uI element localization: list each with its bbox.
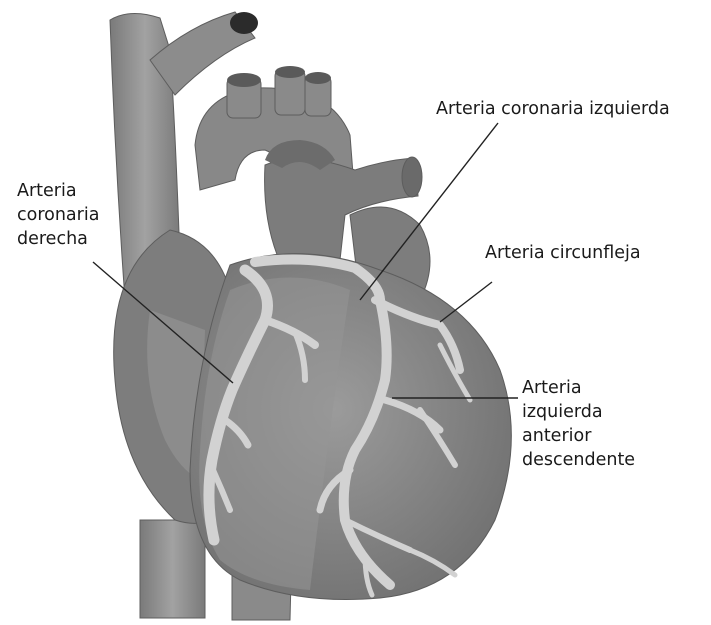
- pulmonary-artery-end: [402, 157, 422, 197]
- label-right-coronary-line-1: Arteria: [17, 181, 77, 201]
- aorta-branch-2-top: [275, 66, 305, 78]
- leader-circumflex: [440, 282, 492, 322]
- label-lad-line-1: Arteria: [522, 378, 582, 398]
- label-left-coronary: Arteria coronaria izquierda: [436, 99, 670, 119]
- label-right-coronary: Arteria coronaria derecha: [17, 181, 105, 249]
- label-circumflex: Arteria circunfleja: [485, 243, 641, 263]
- label-right-coronary-line-3: derecha: [17, 229, 88, 249]
- label-lad-line-2: izquierda: [522, 402, 603, 422]
- label-lad: Arteria izquierda anterior descendente: [522, 378, 635, 470]
- aorta-branch-3-top: [305, 72, 331, 84]
- inferior-vena-cava: [140, 520, 205, 618]
- label-lad-line-4: descendente: [522, 450, 635, 470]
- label-lad-line-3: anterior: [522, 426, 592, 446]
- aorta-branch-1-top: [227, 73, 261, 87]
- vena-cava-opening: [230, 12, 258, 34]
- label-right-coronary-line-2: coronaria: [17, 205, 99, 225]
